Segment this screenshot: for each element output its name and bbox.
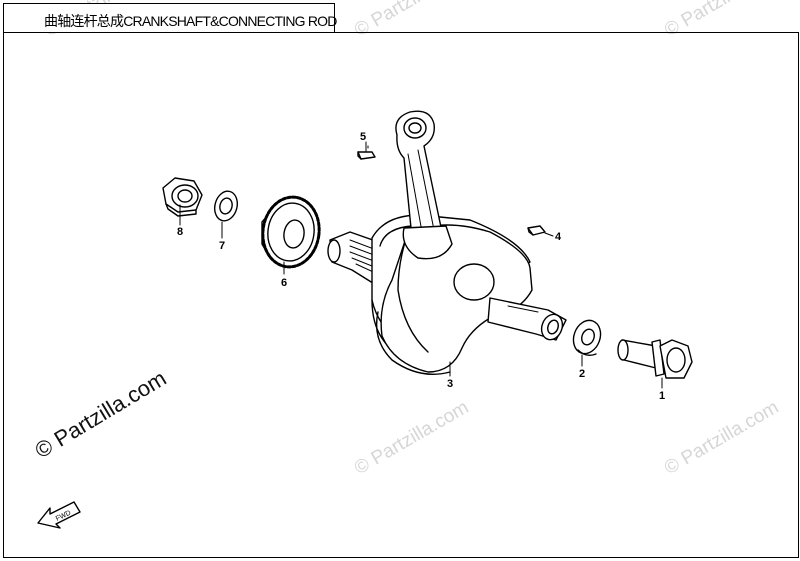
callout-7: 7 [219,240,225,252]
leader-lines [179,141,663,389]
diagram-frame [3,32,799,558]
part-key-5 [357,151,376,160]
diagram-title: 曲轴连杆总成CRANKSHAFT&CONNECTING ROD [44,13,337,29]
part-key-4 [527,225,546,236]
callout-1: 1 [659,390,665,402]
part-nut [162,177,203,217]
part-washer-2 [572,319,602,357]
callout-6: 6 [281,277,287,289]
callout-8: 8 [177,226,183,238]
title-box: 曲轴连杆总成CRANKSHAFT&CONNECTING ROD [3,3,337,33]
callout-4: 4 [555,231,562,243]
callout-3: 3 [447,378,453,390]
part-washer-7 [213,190,239,222]
callout-2: 2 [579,368,585,380]
fwd-arrow-icon: FWD [37,501,81,529]
part-bolt [617,339,693,379]
part-gear [261,195,321,269]
callout-5: 5 [360,131,366,143]
part-connecting-rod [395,110,453,260]
part-crankshaft [327,214,567,375]
